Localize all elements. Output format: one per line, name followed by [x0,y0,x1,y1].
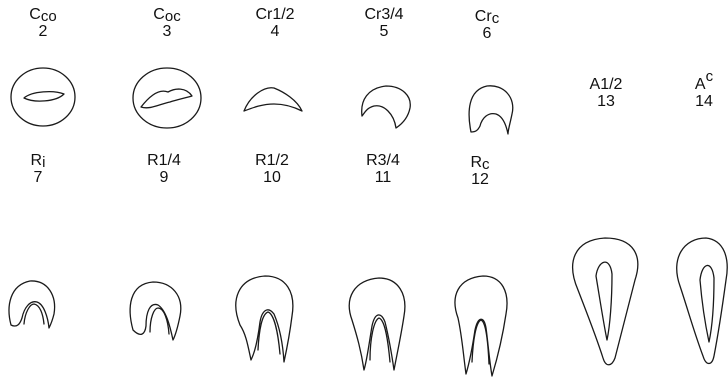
tooth-outline [455,276,507,376]
tooth-stage-10 [236,276,293,362]
tooth-stage-6 [469,86,513,134]
tooth-stage-14 [677,238,727,364]
tooth-stage-11 [349,278,405,370]
crown-outline [469,86,513,134]
cusp-outline [141,89,192,108]
tooth-stage-5 [362,86,411,128]
tooth-outline [130,282,181,340]
pulp-outline [472,320,489,364]
tooth-stage-2 [11,68,75,126]
crown-outline [362,86,411,128]
tooth-stage-12 [455,276,507,376]
crypt-outline [11,68,75,126]
pulp-outline [596,262,612,340]
crypt-outline [133,68,201,128]
pulp-outline [370,318,390,362]
tooth-outline [573,238,638,365]
tooth-outline [236,276,293,362]
tooth-stage-9 [130,282,181,340]
tooth-outline [349,278,405,370]
crown-outline [244,88,302,111]
tooth-stage-4 [244,88,302,111]
pulp-outline [700,265,714,342]
tooth-stage-13 [573,238,638,365]
tooth-stage-7 [9,281,55,328]
tooth-stage-3 [133,68,201,128]
cusp-outline [24,92,64,101]
pulp-outline [150,308,169,334]
